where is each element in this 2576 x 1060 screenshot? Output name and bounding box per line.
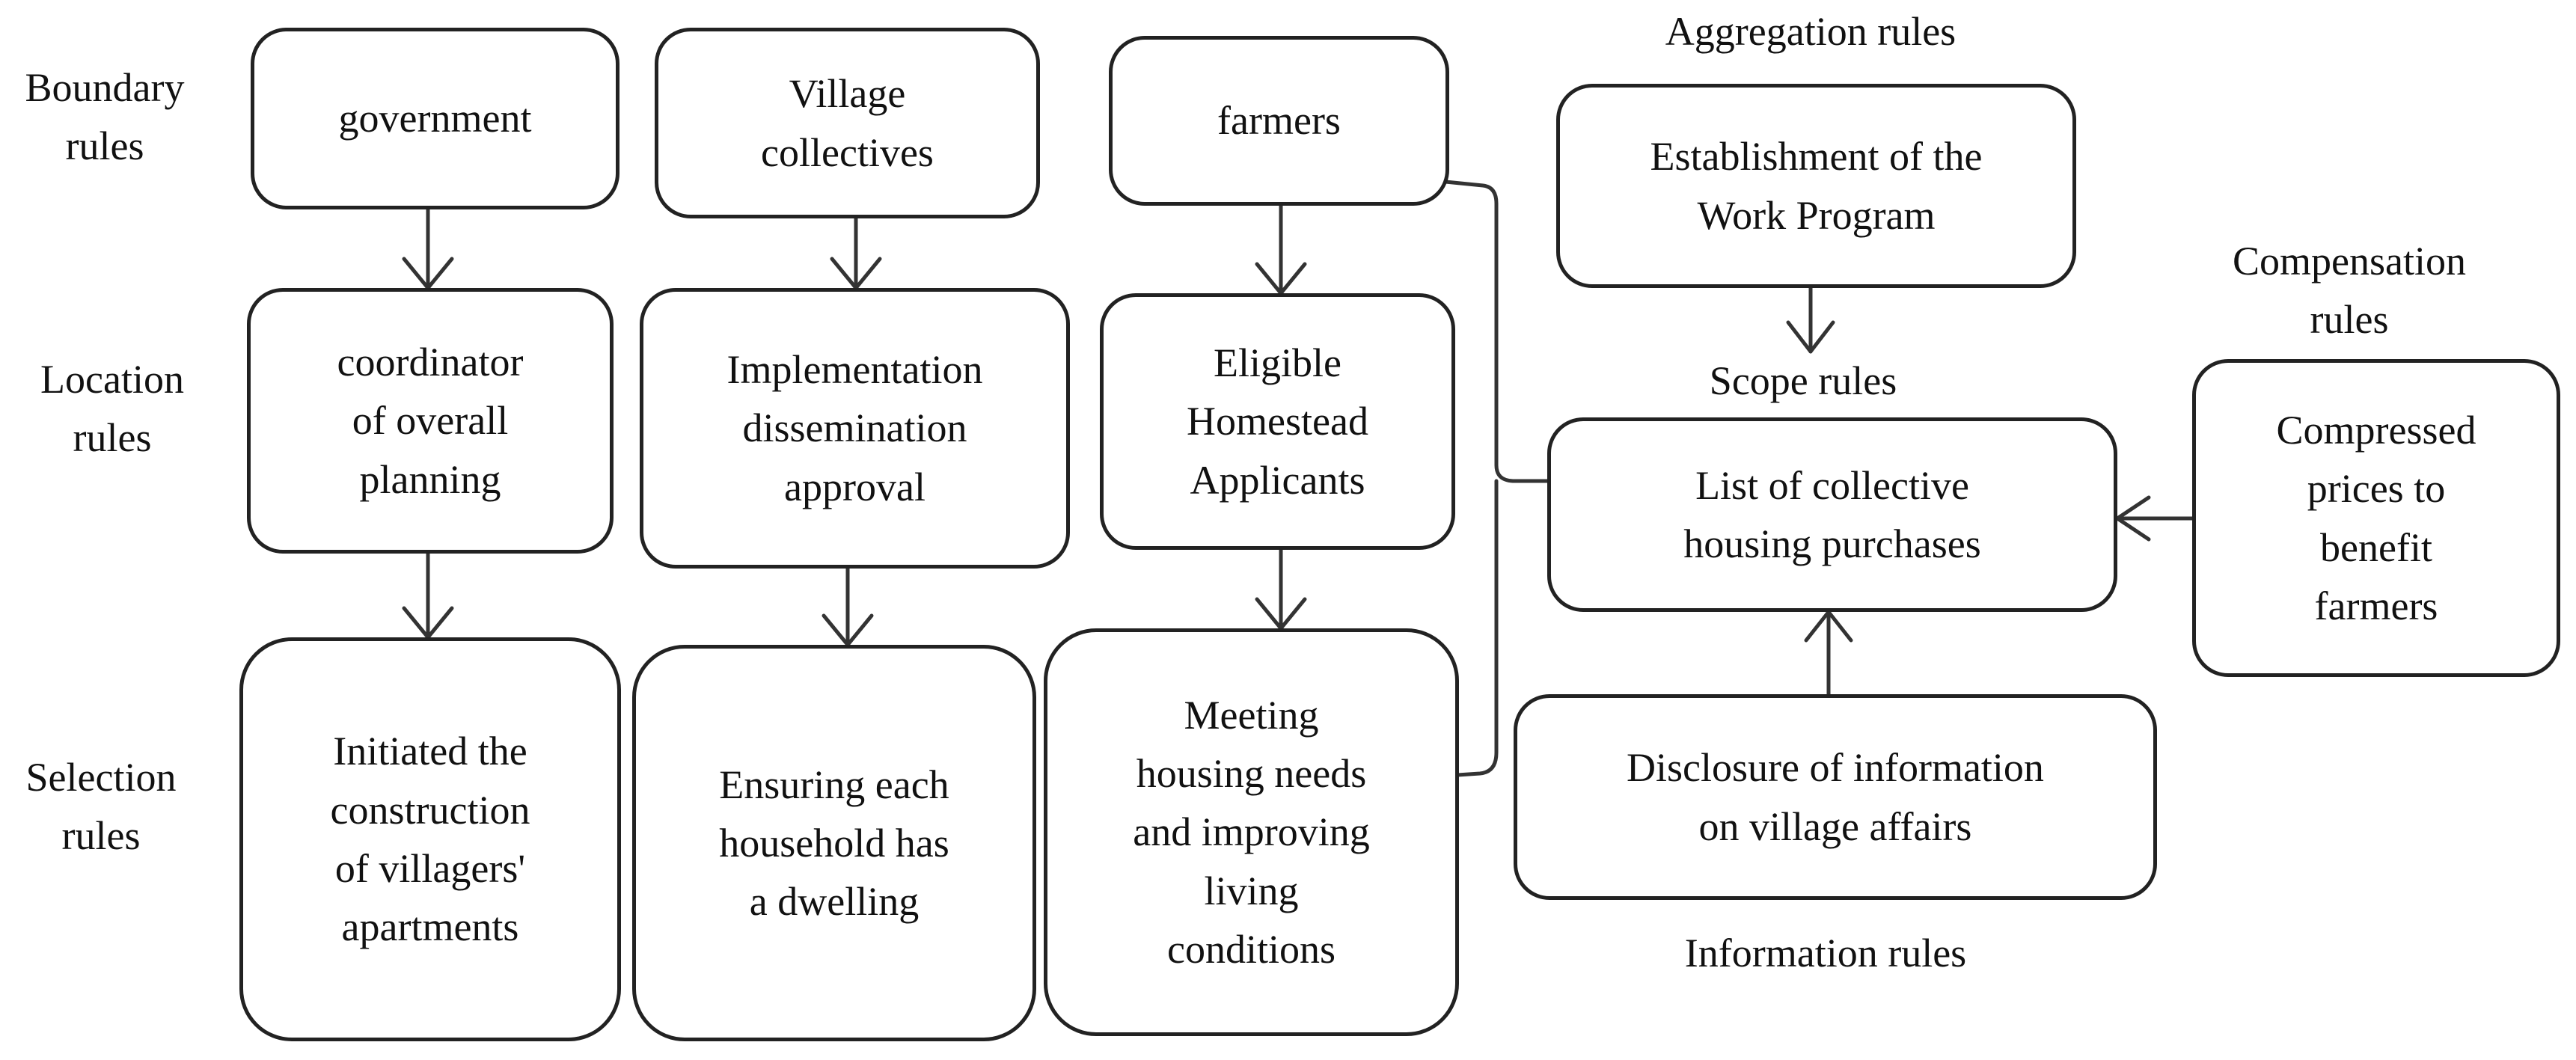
arrowhead-workprogram-to-scope: [1786, 320, 1835, 354]
label-compensation-rules: Compensation rules: [2233, 239, 2466, 343]
row-label-boundary: Boundary rules: [25, 65, 185, 169]
box-ensuring-dwelling: Ensuring each household has a dwelling: [632, 645, 1036, 1041]
box-work-program: Establishment of the Work Program: [1556, 84, 2076, 288]
box-farmers: farmers: [1109, 36, 1449, 206]
label-aggregation-rules: Aggregation rules: [1665, 9, 1957, 54]
row-label-selection: Selection rules: [25, 755, 177, 859]
box-disclosure-information: Disclosure of information on village aff…: [1514, 694, 2157, 900]
label-information-rules: Information rules: [1684, 931, 1967, 975]
arrowhead-disclosure-to-list: [1804, 610, 1853, 643]
box-village-collectives: Village collectives: [655, 28, 1040, 218]
label-scope-rules: Scope rules: [1709, 358, 1897, 403]
brace-connector: [1443, 180, 1552, 777]
box-government: government: [251, 28, 619, 209]
box-housing-purchase-list: List of collective housing purchases: [1547, 417, 2117, 612]
row-label-location: Location rules: [40, 357, 184, 461]
box-initiated-construction: Initiated the construction of villagers'…: [239, 637, 621, 1041]
box-coordinator: coordinator of overall planning: [247, 288, 614, 554]
box-compressed-prices: Compressed prices to benefit farmers: [2192, 359, 2560, 677]
arrowhead-compensation-to-list: [2115, 495, 2151, 542]
box-implementation: Implementation dissemination approval: [640, 288, 1070, 569]
box-eligible-applicants: Eligible Homestead Applicants: [1100, 293, 1455, 550]
box-meeting-housing-needs: Meeting housing needs and improving livi…: [1044, 628, 1459, 1036]
